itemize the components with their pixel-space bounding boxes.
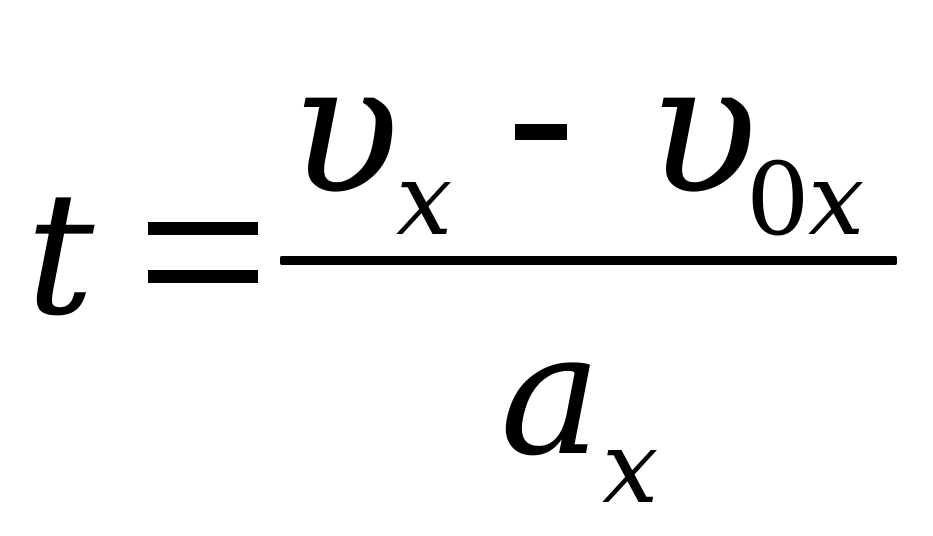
lhs-variable-t: t [26, 156, 95, 354]
numerator-initial-velocity-subscript-x: x [808, 141, 865, 258]
numerator-velocity-subscript: x [396, 141, 453, 258]
equals-sign-top-bar [148, 222, 258, 235]
numerator-initial-velocity-subscript-zero: 0 [746, 141, 810, 258]
numerator-initial-velocity-symbol: υ [648, 25, 758, 234]
denominator-acceleration-symbol: a [500, 296, 602, 494]
minus-sign [515, 124, 567, 140]
denominator-acceleration-subscript: x [602, 409, 659, 526]
equals-sign-bottom-bar [148, 270, 258, 283]
numerator-velocity-symbol: υ [290, 25, 400, 234]
fraction-bar [280, 256, 897, 265]
